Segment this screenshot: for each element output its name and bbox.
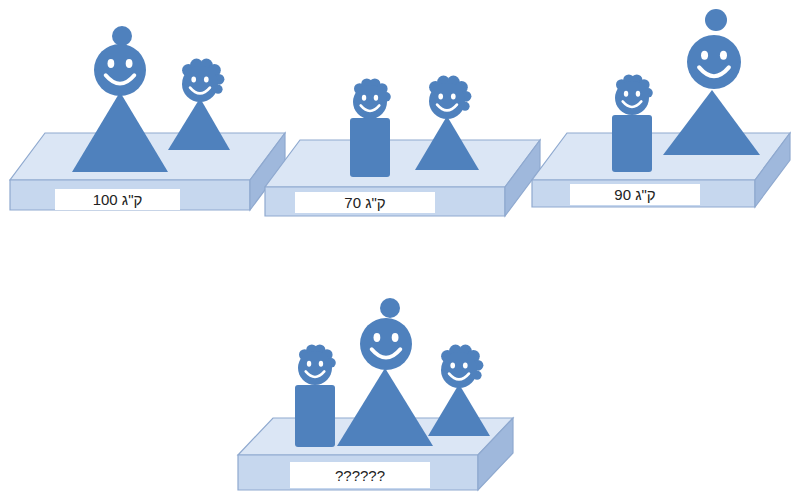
- weight-text: 70 ק"ג: [344, 195, 385, 210]
- weight-text: ??????: [335, 468, 385, 483]
- woman-figure: [337, 298, 433, 446]
- weight-text: 90 ק"ג: [614, 187, 655, 202]
- girl-figure: [428, 345, 490, 436]
- weight-label: 70 ק"ג: [295, 192, 435, 213]
- weight-label: ??????: [290, 462, 430, 488]
- girl-figure: [415, 76, 479, 170]
- boy-figure: [350, 78, 391, 177]
- woman-figure: [72, 26, 168, 172]
- weight-label: 100 ק"ג: [55, 189, 180, 210]
- weight-text: 100 ק"ג: [93, 192, 143, 207]
- woman-figure: [663, 9, 760, 155]
- boy-figure: [295, 344, 336, 447]
- boy-figure: [612, 74, 653, 172]
- girl-figure: [168, 59, 230, 150]
- weight-label: 90 ק"ג: [570, 184, 700, 205]
- scale-platform: [265, 140, 540, 216]
